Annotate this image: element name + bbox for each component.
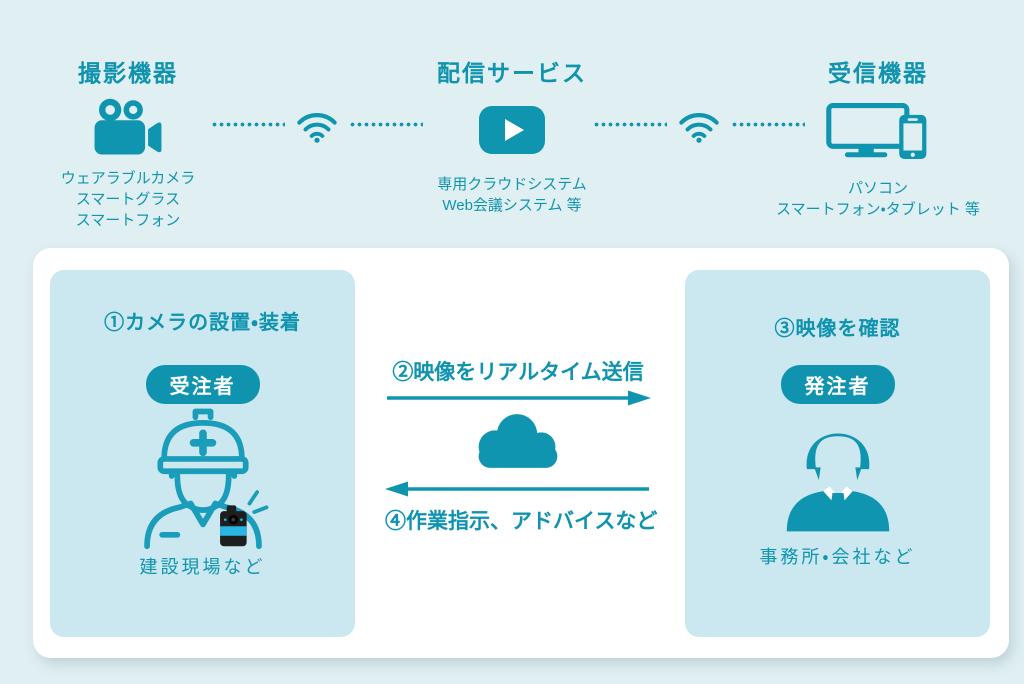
receiving-equipment-column: 受信機器 パソコン スマートフォン・タブレット 等 — [752, 54, 1004, 220]
streaming-service-examples: 専用クラウドシステム Web会議システム 等 — [437, 176, 587, 214]
site-panel: ①カメラの設置・装着 受注者 — [50, 270, 355, 637]
arrow-left-icon — [385, 481, 649, 497]
dotted-line — [349, 121, 423, 127]
shooting-equipment-examples: ウェアラブルカメラ スマートグラス スマートフォン — [60, 170, 196, 229]
shooting-equipment-column: 撮影機器 ウェアラブルカメラ スマートグラス スマートフォン — [25, 54, 231, 231]
transmission-flow: ②映像をリアルタイム送信 ④作業指示、アドバイス — [385, 248, 658, 658]
send-label: ②映像をリアルタイム送信 — [392, 361, 644, 384]
streaming-service-column: 配信サービス 専用クラウドシステム Web会議システム 等 — [410, 54, 614, 216]
helmet-worker-icon — [129, 402, 277, 555]
arrow-right-icon — [387, 390, 651, 406]
pc-smartphone-icon — [752, 103, 1004, 159]
wifi-icon — [297, 112, 337, 143]
video-camera-icon — [25, 98, 231, 156]
office-caption: 事務所・会社など — [759, 547, 916, 567]
dotted-line — [593, 121, 667, 127]
contractor-badge: 受注者 — [145, 365, 260, 404]
dotted-line — [731, 121, 805, 127]
site-caption: 建設現場など — [139, 557, 266, 577]
receiving-equipment-examples: パソコン スマートフォン・タブレット 等 — [776, 180, 980, 218]
cloud-icon — [470, 410, 566, 475]
office-panel: ③映像を確認 発注者 事務所・会社など — [685, 270, 990, 637]
return-label: ④作業指示、アドバイスなど — [385, 510, 658, 533]
workflow-card: ①カメラの設置・装着 受注者 — [33, 248, 1009, 658]
wearable-camera-device — [219, 505, 247, 547]
step3-label: ③映像を確認 — [774, 318, 901, 340]
receiving-equipment-title: 受信機器 — [828, 60, 928, 86]
orderer-badge: 発注者 — [780, 365, 895, 404]
office-worker-icon — [774, 410, 902, 537]
connection-left — [211, 101, 423, 147]
dotted-line — [211, 121, 285, 127]
play-icon — [410, 106, 614, 154]
streaming-service-title: 配信サービス — [437, 60, 587, 86]
shooting-equipment-title: 撮影機器 — [78, 60, 178, 86]
step1-label: ①カメラの設置・装着 — [104, 312, 301, 334]
wifi-icon — [679, 112, 719, 143]
connection-right — [593, 101, 805, 147]
